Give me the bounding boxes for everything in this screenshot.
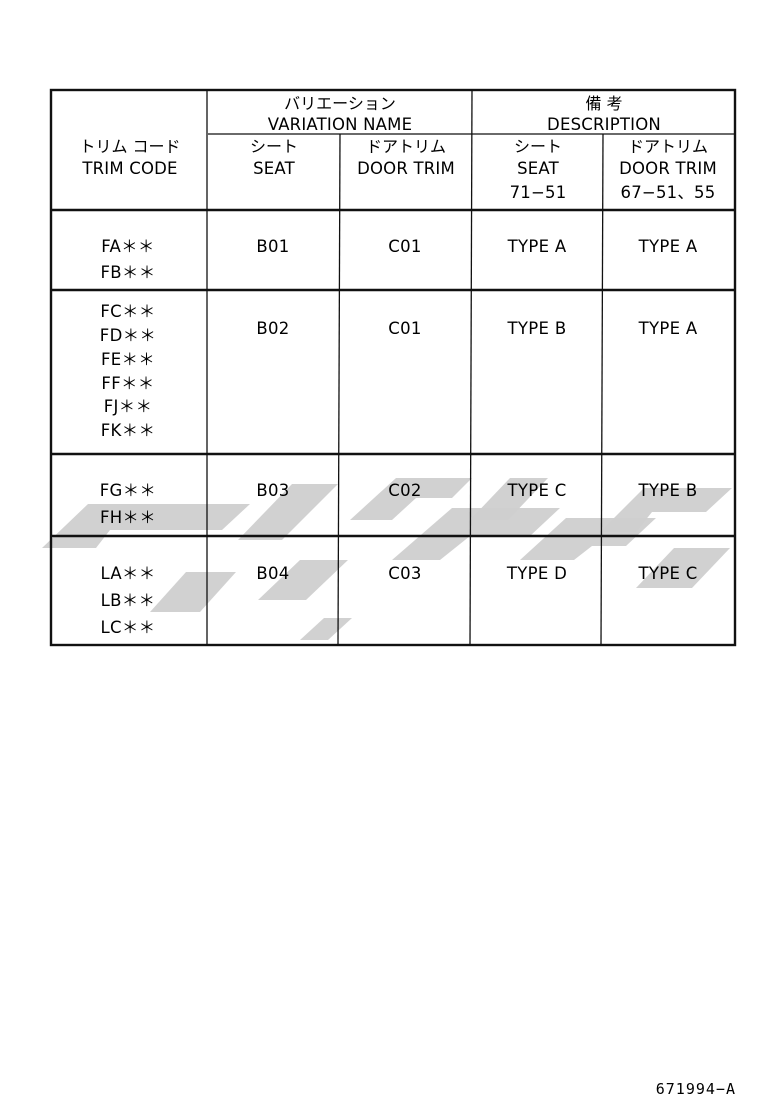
seat-description: TYPE C bbox=[506, 481, 566, 500]
description-header-jp: 備 考 bbox=[585, 94, 622, 113]
seat-variation: B02 bbox=[256, 319, 289, 338]
figure-code: 671994−A bbox=[656, 1080, 736, 1098]
trim-code: FJ＊＊ bbox=[104, 397, 153, 416]
door-trim-variation: C01 bbox=[388, 237, 421, 256]
trim-code: FG＊＊ bbox=[100, 481, 156, 500]
trim-code: FK＊＊ bbox=[101, 421, 156, 440]
trim-code: LA＊＊ bbox=[100, 564, 155, 583]
seat-header-en: SEAT bbox=[253, 159, 296, 178]
col-divider bbox=[337, 133, 341, 646]
desc-door-header-jp: ドアトリム bbox=[628, 137, 708, 156]
trim-code: LC＊＊ bbox=[101, 618, 156, 637]
seat-variation: B04 bbox=[256, 564, 289, 583]
door-trim-description: TYPE B bbox=[638, 481, 698, 500]
door-trim-variation: C02 bbox=[388, 481, 421, 500]
trim-code: FD＊＊ bbox=[100, 326, 156, 345]
description-header-en: DESCRIPTION bbox=[547, 115, 661, 134]
door-trim-header-jp: ドアトリム bbox=[366, 137, 446, 156]
door-trim-description: TYPE A bbox=[638, 237, 698, 256]
trim-code-header-jp: トリム コード bbox=[79, 137, 180, 156]
trim-code: LB＊＊ bbox=[101, 591, 156, 610]
seat-variation: B03 bbox=[256, 481, 289, 500]
seat-description: TYPE A bbox=[507, 237, 567, 256]
desc-seat-ref: 71−51 bbox=[510, 183, 567, 202]
desc-door-ref: 67−51、55 bbox=[621, 183, 716, 202]
col-divider bbox=[469, 89, 473, 646]
table-frame bbox=[49, 88, 737, 647]
trim-code: FB＊＊ bbox=[100, 263, 155, 282]
trim-code: FF＊＊ bbox=[101, 374, 154, 393]
door-trim-variation: C03 bbox=[388, 564, 421, 583]
door-trim-description: TYPE C bbox=[637, 564, 697, 583]
seat-description: TYPE B bbox=[507, 319, 567, 338]
seat-header-jp: シート bbox=[250, 137, 298, 156]
seat-description: TYPE D bbox=[506, 564, 567, 583]
desc-seat-header-en: SEAT bbox=[517, 159, 560, 178]
door-trim-header-en: DOOR TRIM bbox=[357, 159, 455, 178]
table-row: FG＊＊ FH＊＊ B03 C02 TYPE C TYPE B bbox=[100, 481, 698, 527]
col-divider bbox=[600, 133, 604, 646]
variation-header-en: VARIATION NAME bbox=[268, 115, 412, 134]
table-row: FA＊＊ FB＊＊ B01 C01 TYPE A TYPE A bbox=[100, 237, 697, 282]
trim-code-header-en: TRIM CODE bbox=[81, 159, 177, 178]
door-trim-description: TYPE A bbox=[638, 319, 698, 338]
table-row: FC＊＊ FD＊＊ FE＊＊ FF＊＊ FJ＊＊ FK＊＊ B02 C01 TY… bbox=[100, 302, 698, 440]
desc-seat-header-jp: シート bbox=[514, 137, 562, 156]
table-row: LA＊＊ LB＊＊ LC＊＊ B04 C03 TYPE D TYPE C bbox=[100, 564, 697, 637]
variation-header-jp: バリエーション bbox=[284, 94, 396, 113]
trim-code: FH＊＊ bbox=[100, 508, 156, 527]
watermark-logo bbox=[42, 478, 732, 640]
trim-code: FA＊＊ bbox=[101, 237, 154, 256]
trim-code: FC＊＊ bbox=[100, 302, 155, 321]
door-trim-variation: C01 bbox=[388, 319, 421, 338]
seat-variation: B01 bbox=[256, 237, 289, 256]
trim-code: FE＊＊ bbox=[101, 350, 155, 369]
desc-door-header-en: DOOR TRIM bbox=[619, 159, 717, 178]
